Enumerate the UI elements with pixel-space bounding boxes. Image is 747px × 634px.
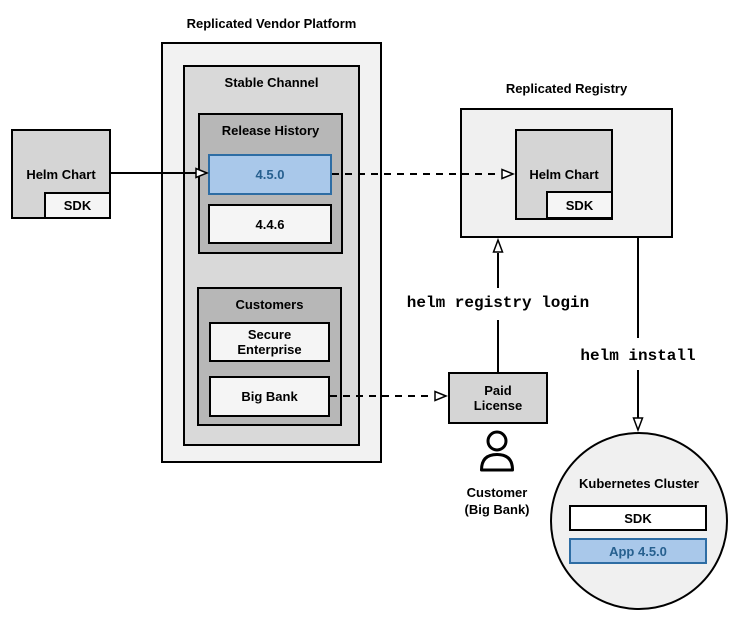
registry-title: Replicated Registry <box>505 81 628 96</box>
paid-license-box: Paid License <box>448 372 548 424</box>
customer-detail: (Big Bank) <box>464 502 530 517</box>
release-4-5-0: 4.5.0 <box>208 154 332 195</box>
cluster-app-box: App 4.5.0 <box>569 538 707 564</box>
helm-registry-login-command: helm registry login <box>406 294 590 312</box>
cluster-sdk-box: SDK <box>569 505 707 531</box>
customer-name-label: Secure Enterprise <box>237 327 302 357</box>
cluster-sdk-label: SDK <box>624 510 652 526</box>
kubernetes-cluster-title: Kubernetes Cluster <box>579 476 699 491</box>
source-helm-chart-label: Helm Chart <box>26 166 96 182</box>
customer-name: Customer <box>466 485 528 500</box>
registry-sdk-label: SDK <box>565 197 594 213</box>
registry-sdk-box: SDK <box>546 191 613 219</box>
registry-helm-chart-label: Helm Chart <box>529 167 599 182</box>
customer-big-bank: Big Bank <box>209 376 330 417</box>
cluster-app-label: App 4.5.0 <box>609 543 667 559</box>
release-version-label: 4.5.0 <box>255 167 285 182</box>
source-sdk-box: SDK <box>44 192 111 219</box>
release-history-label: Release History <box>221 123 320 138</box>
helm-install-command: helm install <box>580 347 696 365</box>
paid-license-label: Paid License <box>473 383 523 413</box>
customer-name-label: Big Bank <box>241 389 298 404</box>
source-sdk-label: SDK <box>63 198 92 213</box>
arrow-registry-to-cluster <box>632 238 644 433</box>
stable-channel-label: Stable Channel <box>224 75 319 90</box>
platform-title: Replicated Vendor Platform <box>186 16 357 31</box>
release-version-label: 4.4.6 <box>255 216 285 232</box>
person-icon <box>480 430 514 472</box>
customers-label: Customers <box>235 297 304 312</box>
release-4-4-6: 4.4.6 <box>208 204 332 244</box>
customer-secure-enterprise: Secure Enterprise <box>209 322 330 362</box>
